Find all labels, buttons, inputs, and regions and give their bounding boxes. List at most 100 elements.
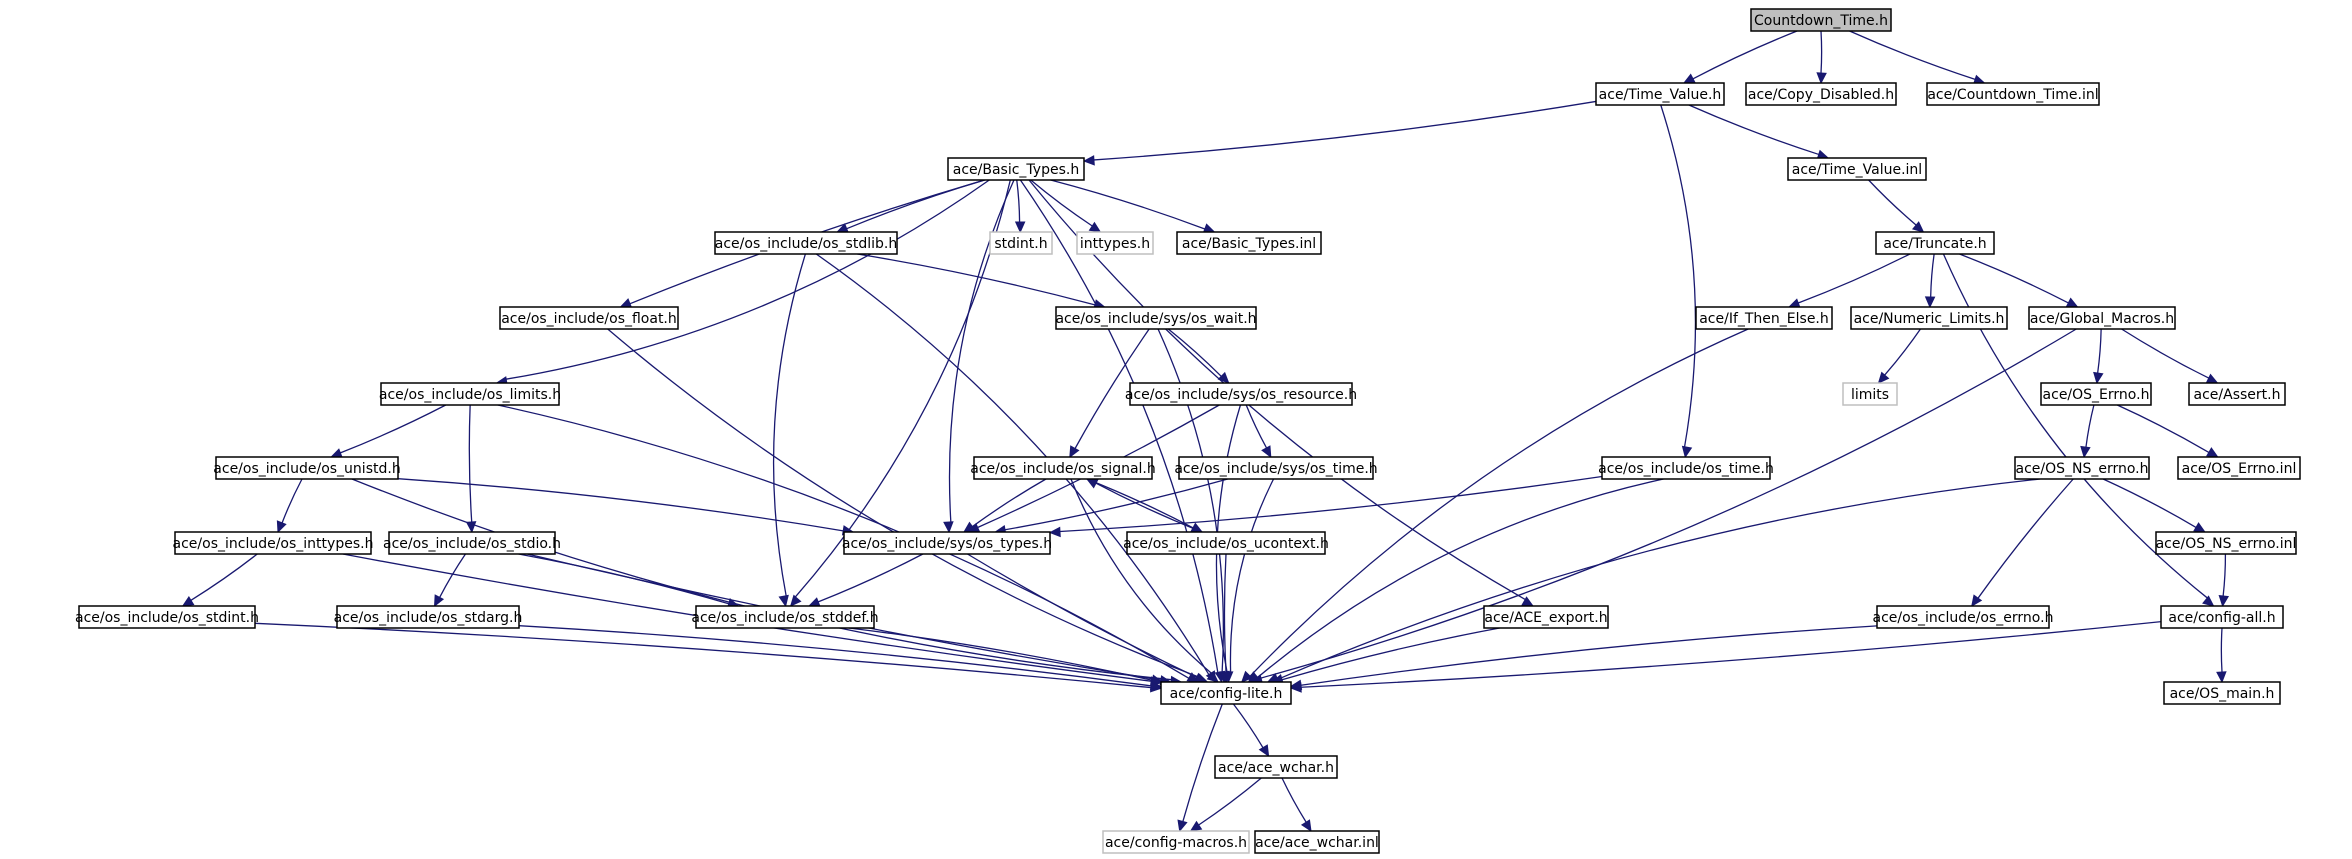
node-label: ace/Truncate.h — [1883, 236, 1986, 252]
node-basic-types-h[interactable]: ace/Basic_Types.h — [947, 157, 1085, 181]
node-numeric-limits-h[interactable]: ace/Numeric_Limits.h — [1850, 306, 2008, 330]
node-os-inttypes-h[interactable]: ace/os_include/os_inttypes.h — [173, 531, 374, 555]
node-box — [1214, 755, 1338, 779]
edge-config-all-h-to-os-main-h — [2216, 627, 2227, 684]
node-if-then-else-h[interactable]: ace/If_Then_Else.h — [1695, 306, 1833, 330]
node-os-unistd-h[interactable]: ace/os_include/os_unistd.h — [213, 456, 401, 480]
node-time-value-inl[interactable]: ace/Time_Value.inl — [1787, 157, 1927, 181]
edge-line — [2102, 478, 2197, 528]
node-os-main-h[interactable]: ace/OS_main.h — [2163, 681, 2281, 705]
node-os-ns-errno-h[interactable]: ace/OS_NS_errno.h — [2014, 456, 2150, 480]
edge-basic-types-h-to-os-stdlib-h — [836, 179, 985, 233]
node-os-stdlib-h[interactable]: ace/os_include/os_stdlib.h — [714, 231, 898, 255]
node-os-errno-h[interactable]: ace/OS_Errno.h — [2040, 382, 2152, 406]
edge-line — [1260, 328, 2077, 679]
node-os-include-errno-h[interactable]: ace/os_include/os_errno.h — [1873, 605, 2054, 629]
node-label: ace/os_include/os_ucontext.h — [1123, 536, 1329, 552]
edge-line — [2097, 328, 2102, 374]
edge-os-stdio-h-to-os-stddef-h — [518, 553, 740, 609]
node-time-value-h[interactable]: ace/Time_Value.h — [1595, 82, 1725, 106]
edge-line — [2222, 553, 2227, 597]
edge-arrowhead — [963, 521, 976, 533]
node-box — [2188, 382, 2286, 406]
node-box — [1695, 306, 1833, 330]
node-config-all-h[interactable]: ace/config-all.h — [2160, 605, 2284, 629]
edge-numeric-limits-h-to-limits — [1877, 328, 1921, 384]
edge-line — [1257, 478, 1664, 679]
edge-line — [2085, 404, 2095, 448]
node-countdown-time-h[interactable]: Countdown_Time.h — [1750, 8, 1892, 32]
edge-line — [254, 622, 1152, 689]
edges-layer — [181, 30, 2230, 833]
edge-arrowhead — [2193, 522, 2206, 533]
edge-line — [1245, 404, 1268, 449]
node-assert-h[interactable]: ace/Assert.h — [2188, 382, 2286, 406]
node-global-macros-h[interactable]: ace/Global_Macros.h — [2028, 306, 2176, 330]
edge-line — [1004, 478, 1228, 531]
node-countdown-time-inl[interactable]: ace/Countdown_Time.inl — [1926, 82, 2100, 106]
edge-line — [1692, 30, 1798, 80]
node-box — [973, 456, 1153, 480]
edge-line — [1229, 478, 1275, 673]
edge-os-limits-h-to-os-unistd-h — [330, 404, 447, 459]
node-os-float-h[interactable]: ace/os_include/os_float.h — [499, 306, 679, 330]
edge-os-stdio-h-to-os-stdarg-h — [433, 553, 466, 608]
node-os-stdio-h[interactable]: ace/os_include/os_stdio.h — [383, 531, 561, 555]
node-os-ns-errno-inl[interactable]: ace/OS_NS_errno.inl — [2155, 531, 2297, 555]
node-os-limits-h[interactable]: ace/os_include/os_limits.h — [379, 382, 561, 406]
edge-basic-types-h-to-os-limits-h — [495, 179, 990, 387]
edge-line — [397, 478, 844, 532]
node-ace-export-h[interactable]: ace/ACE_export.h — [1483, 605, 1609, 629]
edge-line — [1074, 328, 1150, 449]
node-box — [1254, 830, 1380, 854]
node-label: ace/os_include/sys/os_types.h — [842, 536, 1052, 552]
node-os-types-h[interactable]: ace/os_include/sys/os_types.h — [842, 531, 1052, 555]
node-box — [1076, 231, 1154, 255]
edge-truncate-h-to-global-macros-h — [1959, 253, 2079, 308]
node-label: ace/os_include/os_stddef.h — [691, 610, 878, 626]
nodes-layer: Countdown_Time.h ace/Time_Value.h ace/Copy… — [75, 8, 2301, 854]
edge-line — [1300, 625, 1878, 686]
edge-line — [1930, 253, 1935, 298]
edge-line — [607, 328, 1199, 678]
node-os-stddef-h[interactable]: ace/os_include/os_stddef.h — [691, 605, 879, 629]
edge-line — [817, 553, 924, 603]
edge-line — [1884, 328, 1921, 376]
edge-ace-wchar-h-to-config-macros-h — [1189, 777, 1262, 832]
edge-os-float-h-to-config-lite-h — [607, 328, 1209, 684]
edge-arrowhead — [1082, 155, 1095, 166]
node-truncate-h[interactable]: ace/Truncate.h — [1875, 231, 1995, 255]
edge-line — [518, 553, 729, 605]
node-os-signal-h[interactable]: ace/os_include/os_signal.h — [970, 456, 1156, 480]
node-os-errno-inl[interactable]: ace/OS_Errno.inl — [2177, 456, 2301, 480]
node-ace-wchar-inl[interactable]: ace/ace_wchar.inl — [1254, 830, 1380, 854]
edge-line — [518, 625, 1152, 687]
edge-line — [190, 553, 258, 601]
node-config-macros-h: ace/config-macros.h — [1102, 830, 1250, 854]
node-ace-wchar-h[interactable]: ace/ace_wchar.h — [1214, 755, 1338, 779]
node-box — [380, 382, 560, 406]
node-copy-disabled-h[interactable]: ace/Copy_Disabled.h — [1745, 82, 1897, 106]
node-os-time-h[interactable]: ace/os_include/os_time.h — [1598, 456, 1774, 480]
edge-countdown-time-h-to-time-value-h — [1682, 30, 1798, 84]
node-box — [388, 531, 556, 555]
node-basic-types-inl[interactable]: ace/Basic_Types.inl — [1176, 231, 1322, 255]
node-box — [1129, 382, 1353, 406]
node-box — [947, 157, 1085, 181]
edge-os-time-h-to-os-types-h — [1048, 475, 1603, 538]
edge-line — [948, 179, 1015, 523]
node-os-ucontext-h[interactable]: ace/os_include/os_ucontext.h — [1123, 531, 1329, 555]
edge-line — [1849, 30, 1976, 81]
node-box — [1126, 531, 1326, 555]
node-label: ace/config-lite.h — [1170, 686, 1283, 702]
edge-os-types-h-to-os-stddef-h — [807, 553, 924, 608]
edge-config-lite-h-to-config-macros-h — [1177, 703, 1223, 833]
node-os-stdarg-h[interactable]: ace/os_include/os_stdarg.h — [334, 605, 523, 629]
node-sys-os-time-h[interactable]: ace/os_include/sys/os_time.h — [1174, 456, 1378, 480]
node-config-lite-h[interactable]: ace/config-lite.h — [1160, 681, 1292, 705]
edge-line — [340, 404, 447, 454]
node-os-stdint-h[interactable]: ace/os_include/os_stdint.h — [75, 605, 259, 629]
node-os-resource-h[interactable]: ace/os_include/sys/os_resource.h — [1125, 382, 1357, 406]
node-os-wait-h[interactable]: ace/os_include/sys/os_wait.h — [1055, 306, 1257, 330]
edge-arrowhead — [1681, 445, 1693, 459]
